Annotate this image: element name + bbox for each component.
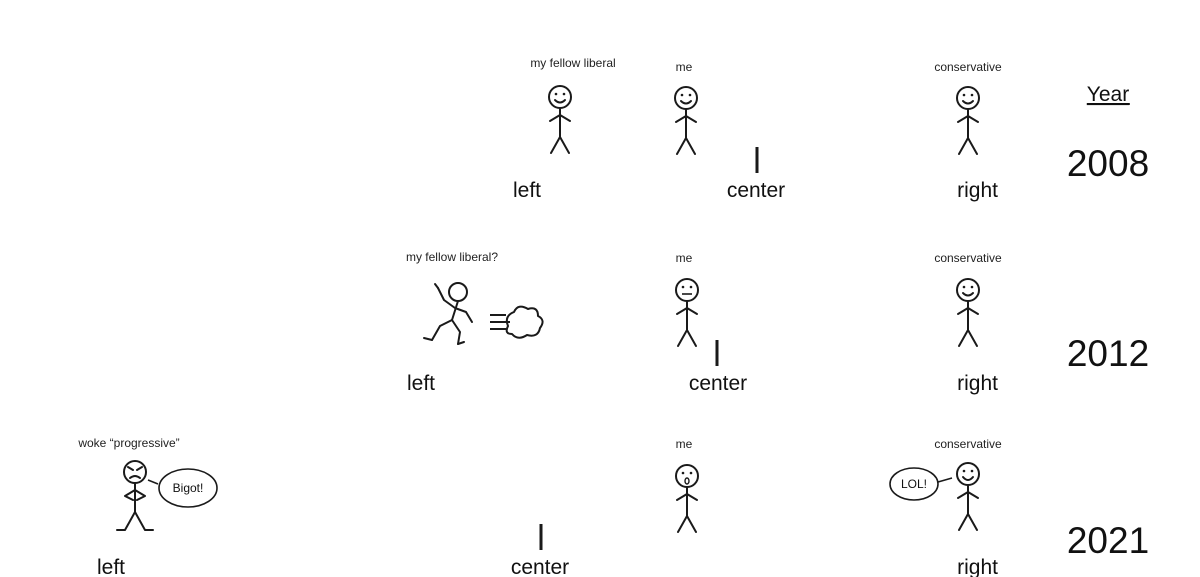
figure-label-me: me xyxy=(676,437,693,451)
year-value: 2008 xyxy=(1067,143,1149,184)
speech-bubble-lol: LOL! xyxy=(889,467,939,501)
running-figure-liberal xyxy=(423,282,473,345)
axis-label-center: center xyxy=(511,556,569,577)
axis-label-left: left xyxy=(97,556,125,577)
figure-label-me: me xyxy=(676,251,693,265)
year-value: 2012 xyxy=(1067,333,1149,374)
figure-label-me: me xyxy=(676,60,693,74)
shocked-figure-me xyxy=(675,464,699,533)
angry-figure-progressive xyxy=(116,460,154,531)
axis-label-left: left xyxy=(407,372,435,395)
speech-text-lol: LOL! xyxy=(901,477,927,491)
figure-label-conservative: conservative xyxy=(934,437,1002,451)
axis-label-right: right xyxy=(957,179,998,202)
figure-label-conservative: conservative xyxy=(934,60,1002,74)
laughing-figure-conservative xyxy=(956,462,980,531)
row-2012: my fellow liberal? me conservative xyxy=(406,250,1149,395)
speech-tail xyxy=(937,477,953,483)
stick-figure-me xyxy=(674,86,698,155)
year-header: Year xyxy=(1087,83,1129,106)
dust-cloud-icon xyxy=(505,305,544,339)
axis-label-center: center xyxy=(727,179,785,202)
figure-label-liberal: my fellow liberal xyxy=(530,56,615,70)
axis-label-right: right xyxy=(957,372,998,395)
year-value: 2021 xyxy=(1067,520,1149,561)
stick-figure-liberal xyxy=(548,85,572,154)
axis-label-right: right xyxy=(957,556,998,577)
speech-tail xyxy=(147,479,159,485)
speech-text-bigot: Bigot! xyxy=(173,481,204,495)
figure-label-conservative: conservative xyxy=(934,251,1002,265)
stick-figure-conservative xyxy=(956,278,980,347)
axis-label-center: center xyxy=(689,372,747,395)
stick-figure-me xyxy=(675,278,699,347)
stick-figure-conservative xyxy=(956,86,980,155)
figure-label-progressive: woke “progressive” xyxy=(77,436,179,450)
row-2021: woke “progressive” Bigot! me conservativ… xyxy=(77,436,1149,577)
row-2008: my fellow liberal me conservative left xyxy=(513,56,1149,202)
axis-label-left: left xyxy=(513,179,541,202)
speech-bubble-bigot: Bigot! xyxy=(158,468,218,508)
figure-label-liberal: my fellow liberal? xyxy=(406,250,498,264)
